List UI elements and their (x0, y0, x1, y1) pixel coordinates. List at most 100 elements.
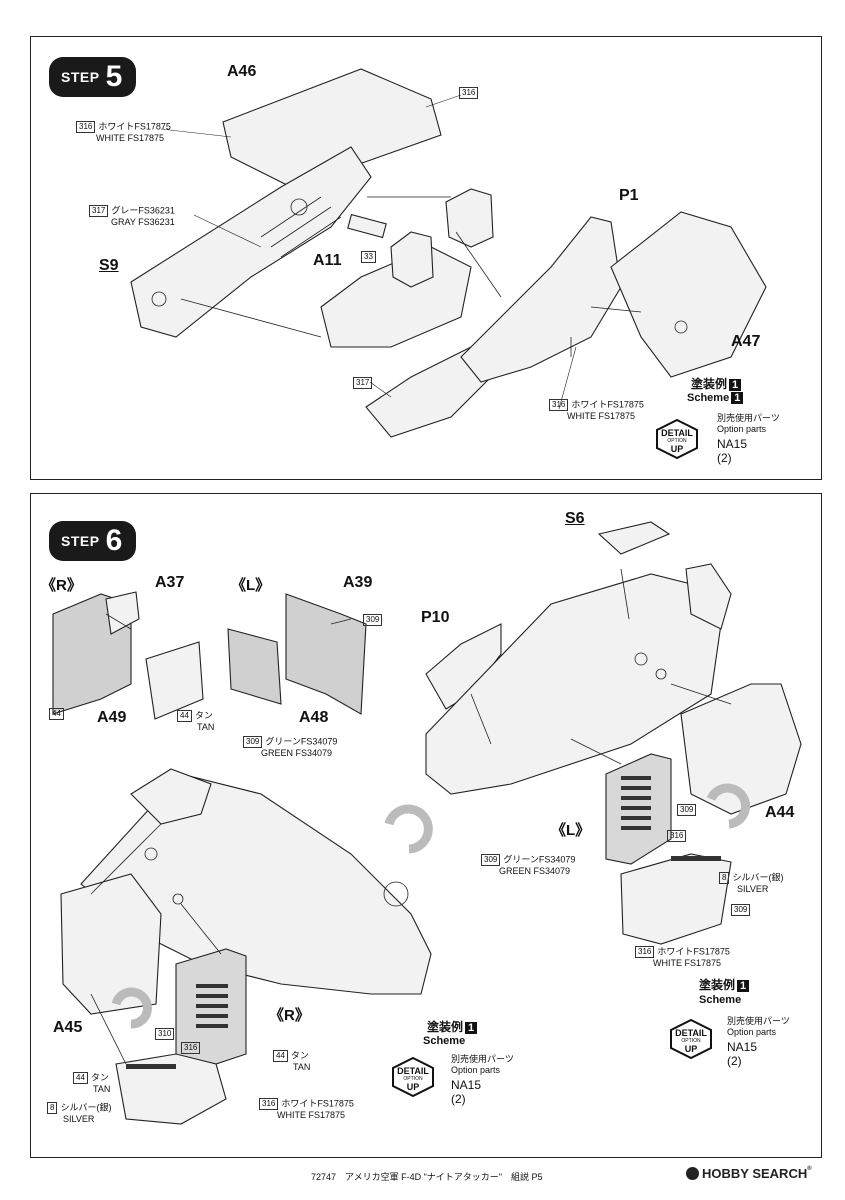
part-a46-label: A46 (227, 63, 257, 80)
color-name-en: GRAY FS36231 (111, 217, 175, 227)
color-code-box: 310 (155, 1028, 175, 1040)
color-callout-44-left: 44 (49, 708, 67, 720)
option-parts-jp: 別売使用パーツ (727, 1016, 790, 1026)
option-part-number: NA15 (2) (717, 437, 747, 465)
detail-up-badge: DETAIL OPTION UP (669, 1019, 713, 1059)
color-name-jp: ホワイトFS17875 (281, 1098, 354, 1109)
detail-text: DETAIL (397, 1066, 429, 1076)
option-a-part: NA15 (2) (451, 1078, 481, 1106)
page-footer: 72747 アメリカ空軍 F-4D "ナイトアタッカー" 組説 P5 (311, 1172, 543, 1182)
color-code-box: 44 (73, 1072, 88, 1084)
option-parts-jp: 別売使用パーツ (451, 1054, 514, 1064)
color-name-jp: グリーンFS34079 (265, 736, 338, 747)
color-code-box: 33 (361, 251, 376, 263)
color-callout-316-low: 316 (181, 1042, 203, 1054)
color-name-en: GREEN FS34079 (261, 748, 333, 758)
color-code-box: 44 (49, 708, 64, 720)
color-code-box: 309 (677, 804, 697, 816)
scheme-jp-text: 塗装例 (427, 1020, 464, 1034)
option-part-code: NA15 (451, 1078, 482, 1092)
color-name-jp: タン (194, 710, 213, 721)
color-code-box: 317 (353, 377, 373, 389)
color-name-jp: シルバー(銀) (732, 872, 784, 883)
color-code-box: 8 (47, 1102, 58, 1114)
color-callout-316-top: 316 (459, 87, 481, 99)
option-b-label: 別売使用パーツ Option parts (727, 1016, 790, 1038)
color-name-en: WHITE FS17875 (567, 411, 636, 421)
color-name-en: TAN (197, 722, 215, 732)
color-callout-309-right: 309 (677, 804, 699, 816)
option-part-code: NA15 (717, 437, 748, 451)
color-code-box: 316 (635, 946, 655, 958)
color-callout-316-mid: 316 (667, 830, 689, 842)
color-name-jp: タン (290, 1050, 309, 1061)
color-name-jp: グリーンFS34079 (503, 854, 576, 865)
scheme-en-number: 1 (731, 392, 744, 404)
logo-registered-mark: ® (807, 1166, 812, 1172)
step-number: 6 (105, 524, 123, 557)
color-code-box: 316 (667, 830, 687, 842)
part-a49-label: A49 (97, 709, 127, 726)
step-6-assembly-drawing (52, 521, 802, 1125)
step-6-badge: STEP 6 (49, 521, 137, 561)
color-name-en: SILVER (63, 1114, 95, 1124)
option-part-qty: (2) (717, 451, 732, 465)
watermark-logo: HOBBY SEARCH® (686, 1166, 812, 1181)
color-name-en: WHITE FS17875 (96, 133, 165, 143)
detail-up-badge: DETAIL OPTION UP (391, 1057, 435, 1097)
part-s6-label: S6 (565, 510, 585, 527)
color-code-box: 316 (549, 399, 569, 411)
color-code-box: 316 (259, 1098, 279, 1110)
color-code-box: 316 (181, 1042, 201, 1054)
color-code-box: 316 (76, 121, 96, 133)
step-word: STEP (61, 533, 100, 549)
color-name-en: GREEN FS34079 (499, 866, 571, 876)
option-text: OPTION (667, 438, 687, 444)
option-parts-jp: 別売使用パーツ (717, 413, 780, 423)
option-parts-en: Option parts (727, 1027, 777, 1037)
part-a11-label: A11 (313, 252, 342, 269)
option-parts-label: 別売使用パーツ Option parts (717, 413, 780, 435)
part-a39-label: A39 (343, 574, 373, 591)
up-text: UP (406, 1082, 420, 1092)
option-part-qty: (2) (727, 1054, 742, 1068)
color-name-en: TAN (93, 1084, 111, 1094)
part-a48-label: A48 (299, 709, 329, 726)
option-parts-en: Option parts (451, 1065, 501, 1075)
scheme-number: 1 (737, 980, 750, 992)
side-left-label: 《L》 (231, 577, 271, 594)
color-code-box: 44 (273, 1050, 288, 1062)
scheme-jp-text: 塗装例 (691, 377, 728, 391)
step-5-assembly-drawing (130, 68, 767, 438)
detail-up-badge: DETAIL OPTION UP (655, 419, 699, 459)
option-parts-en: Option parts (717, 424, 767, 434)
part-a37-label: A37 (155, 574, 185, 591)
side-right-label: 《R》 (41, 577, 82, 594)
color-name-en: TAN (293, 1062, 311, 1072)
scheme-en-text: Scheme (687, 392, 730, 404)
part-s9-label: S9 (99, 257, 119, 274)
color-code-box: 316 (459, 87, 479, 99)
color-code-box: 317 (89, 205, 109, 217)
part-p10-label: P10 (421, 609, 450, 626)
color-callout-33: 33 (361, 251, 379, 263)
scheme-number: 1 (465, 1022, 478, 1034)
color-name-jp: ホワイトFS17875 (571, 399, 644, 410)
option-a-label: 別売使用パーツ Option parts (451, 1054, 514, 1076)
color-code-box: 309 (243, 736, 263, 748)
part-a45-label: A45 (53, 1019, 83, 1036)
step-6-panel: STEP 6 《R》 《L》 A37 A39 A49 A48 S6 P10 A4… (30, 493, 822, 1158)
option-b-part: NA15 (2) (727, 1040, 757, 1068)
color-callout-310: 310 (155, 1028, 177, 1040)
